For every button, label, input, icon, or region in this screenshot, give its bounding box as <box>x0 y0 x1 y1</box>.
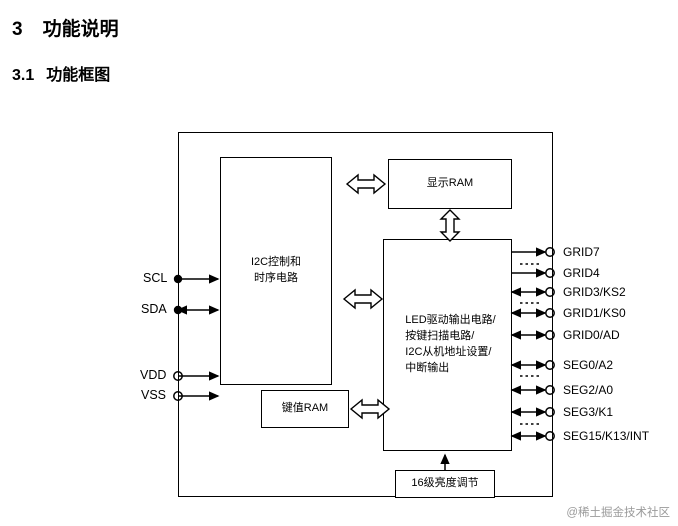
pin-label-scl: SCL <box>143 271 168 285</box>
pin-label-seg3-k1: SEG3/K1 <box>563 405 614 419</box>
pin-label-grid3-ks2: GRID3/KS2 <box>563 285 626 299</box>
pin-label-sda: SDA <box>141 302 167 316</box>
pin-label-seg0-a2: SEG0/A2 <box>563 358 614 372</box>
led-driver-label: LED驱动输出电路/ 按键扫描电路/ I2C从机地址设置/ 中断输出 <box>405 314 496 374</box>
brightness-label: 16级亮度调节 <box>411 477 479 490</box>
pin-label-grid0-ad: GRID0/AD <box>563 328 620 342</box>
pin-label-grid1-ks0: GRID1/KS0 <box>563 306 626 320</box>
section-number: 3 <box>12 19 23 40</box>
i2c-control-label: I2C控制和 时序电路 <box>250 256 302 284</box>
led-driver-block: LED驱动输出电路/ 按键扫描电路/ I2C从机地址设置/ 中断输出 <box>383 239 512 451</box>
display-ram-block: 显示RAM <box>388 159 512 209</box>
arrow-key-ram-led-driver <box>349 398 391 420</box>
display-ram-label: 显示RAM <box>426 177 474 190</box>
pin-label-vdd: VDD <box>140 368 167 382</box>
subsection-title: 3.1 功能框图 <box>12 61 110 85</box>
watermark: @稀土掘金技术社区 <box>566 507 670 519</box>
pin-label-seg15-k13-int: SEG15/K13/INT <box>563 429 650 443</box>
subsection-title-text: 功能框图 <box>46 67 111 84</box>
pin-label-seg2-a0: SEG2/A0 <box>563 383 614 397</box>
arrow-i2c-display-ram <box>345 173 387 195</box>
brightness-control-block: 16级亮度调节 <box>395 470 495 498</box>
pin-label-grid4: GRID4 <box>563 266 600 280</box>
section-title: 功能说明 <box>42 19 119 40</box>
page-title: 3 功能说明 <box>12 14 119 41</box>
arrow-i2c-led-driver <box>342 288 384 310</box>
pin-label-grid7: GRID7 <box>563 245 600 259</box>
pin-label-vss: VSS <box>141 388 167 402</box>
subsection-number: 3.1 <box>12 67 35 84</box>
i2c-control-block: I2C控制和 时序电路 <box>220 157 332 385</box>
arrow-display-ram-led-driver <box>439 209 461 242</box>
key-ram-block: 键值RAM <box>261 390 349 428</box>
key-ram-label: 键值RAM <box>281 402 329 415</box>
